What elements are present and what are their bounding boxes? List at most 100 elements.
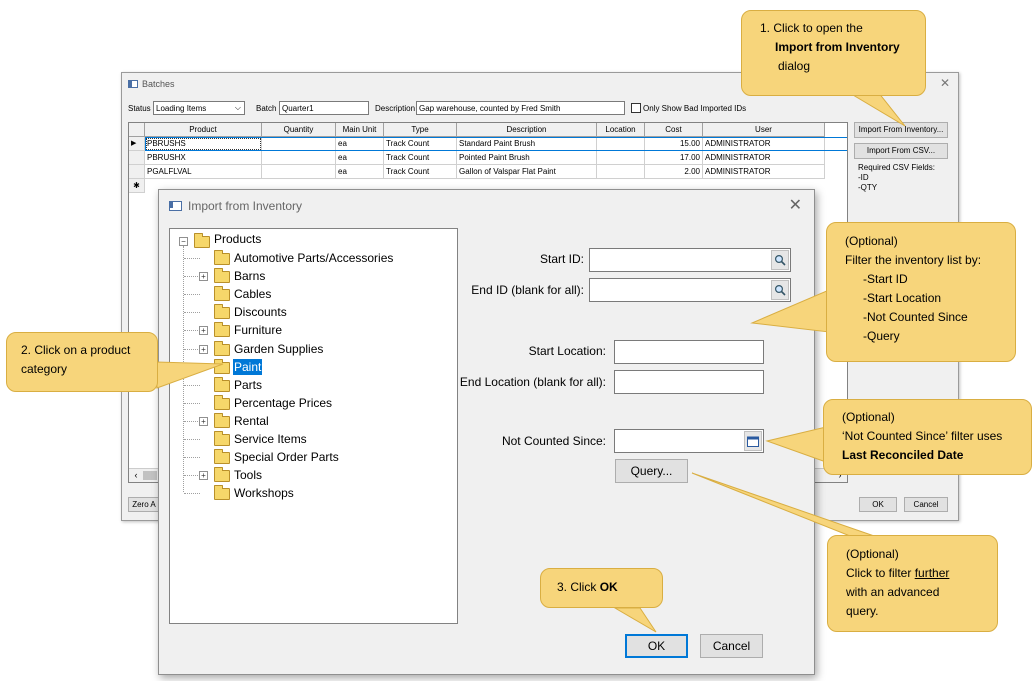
start-location-input[interactable] — [614, 340, 764, 364]
only-bad-label: Only Show Bad Imported IDs — [643, 104, 747, 113]
column-header[interactable]: Product — [145, 123, 262, 137]
start-id-input[interactable] — [589, 248, 791, 272]
table-row[interactable]: PBRUSHX ea Track Count Pointed Paint Bru… — [129, 151, 847, 165]
dialog-ok-button[interactable]: OK — [625, 634, 688, 658]
folder-icon — [214, 394, 230, 410]
cell-quantity[interactable] — [262, 151, 336, 165]
tree-line — [184, 384, 200, 386]
tree-item[interactable]: Workshops — [234, 486, 294, 501]
callout-filter-item: -Not Counted Since — [863, 310, 968, 324]
description-input[interactable]: Gap warehouse, counted by Fred Smith — [416, 101, 625, 115]
query-button[interactable]: Query... — [615, 459, 688, 483]
folder-icon — [194, 233, 210, 248]
not-counted-since-input[interactable] — [614, 429, 764, 453]
batches-cancel-button[interactable]: Cancel — [904, 497, 948, 512]
tree-item[interactable]: Garden Supplies — [234, 341, 324, 356]
search-icon[interactable] — [771, 250, 789, 270]
tree-item[interactable]: Parts — [234, 377, 263, 392]
window-icon — [128, 80, 138, 88]
callout-1-line1: Click to open the — [773, 21, 863, 35]
cell-unit[interactable]: ea — [336, 165, 384, 179]
callout-filter-item: -Start ID — [863, 272, 908, 286]
tree-item[interactable]: Furniture — [234, 323, 283, 338]
close-icon[interactable]: ✕ — [939, 76, 950, 90]
close-icon[interactable]: ✕ — [788, 197, 802, 214]
expand-icon[interactable]: + — [199, 272, 208, 282]
tree-line — [184, 420, 200, 422]
cell-location[interactable] — [597, 151, 645, 165]
expand-icon[interactable]: + — [199, 416, 208, 426]
end-id-label: End ID (blank for all): — [471, 283, 584, 297]
scroll-thumb[interactable] — [143, 471, 157, 480]
collapse-icon[interactable]: − — [179, 237, 188, 246]
tree-line — [184, 348, 200, 350]
end-id-input[interactable] — [589, 278, 791, 302]
import-from-csv-button[interactable]: Import From CSV... — [854, 143, 948, 159]
tree-root-products[interactable]: Products — [214, 232, 262, 246]
column-header[interactable]: Main Unit — [336, 123, 384, 137]
scroll-left-icon[interactable]: ‹ — [134, 470, 138, 480]
cell-product[interactable]: PGALFLVAL — [145, 165, 262, 179]
status-label: Status — [128, 104, 151, 113]
cell-type[interactable]: Track Count — [384, 165, 457, 179]
tree-item[interactable]: Barns — [234, 269, 266, 284]
tree-item[interactable]: Rental — [234, 413, 269, 428]
calendar-icon[interactable] — [744, 431, 762, 451]
product-category-tree[interactable]: − Products Automotive Parts/Accessories +… — [169, 228, 458, 624]
column-header[interactable]: Quantity — [262, 123, 336, 137]
callout-filter-item: -Start Location — [863, 291, 942, 305]
new-row[interactable]: ✱ — [129, 179, 847, 193]
cell-user[interactable]: ADMINISTRATOR — [703, 151, 825, 165]
cell-description[interactable]: Pointed Paint Brush — [457, 151, 597, 165]
batches-ok-button[interactable]: OK — [859, 497, 897, 512]
callout-query-line1: Click to filter — [846, 566, 915, 580]
tree-item[interactable]: Percentage Prices — [234, 395, 333, 410]
tree-item[interactable]: Cables — [234, 287, 272, 302]
column-header[interactable]: User — [703, 123, 825, 137]
cell-description[interactable]: Gallon of Valspar Flat Paint — [457, 165, 597, 179]
callout-ncs-line: ‘Not Counted Since’ filter uses — [842, 429, 1003, 443]
cell-cost[interactable]: 17.00 — [645, 151, 703, 165]
zero-all-button[interactable]: Zero A — [128, 497, 160, 512]
only-bad-checkbox[interactable] — [631, 103, 641, 113]
cell-location[interactable] — [597, 165, 645, 179]
scroll-right-icon[interactable]: › — [838, 470, 842, 480]
tree-item[interactable]: Discounts — [234, 305, 287, 320]
column-header[interactable]: Location — [597, 123, 645, 137]
tree-item[interactable]: Service Items — [234, 432, 307, 446]
callout-step-1: 1. Click to open the Import from Invento… — [741, 10, 926, 96]
cell-product[interactable]: PBRUSHX — [145, 151, 262, 165]
cell-type[interactable]: Track Count — [384, 151, 457, 165]
callout-1-number: 1. — [760, 21, 771, 35]
column-header[interactable]: Cost — [645, 123, 703, 137]
start-location-label: Start Location: — [528, 344, 606, 358]
tree-line — [184, 330, 200, 332]
chevron-down-icon: ⌵ — [234, 103, 241, 112]
status-dropdown[interactable]: Loading Items ⌵ — [153, 101, 245, 115]
dialog-window-icon — [169, 201, 182, 211]
table-row[interactable]: PGALFLVAL ea Track Count Gallon of Valsp… — [129, 165, 847, 179]
expand-icon[interactable]: + — [199, 471, 208, 481]
cell-cost[interactable]: 2.00 — [645, 165, 703, 179]
tree-item[interactable]: Special Order Parts — [234, 450, 339, 465]
csv-fields-title: Required CSV Fields: — [858, 163, 935, 172]
tree-item[interactable]: Paint — [233, 358, 263, 375]
column-header[interactable]: Type — [384, 123, 457, 137]
tree-line — [184, 312, 200, 314]
end-location-input[interactable] — [614, 370, 764, 394]
batch-input[interactable]: Quarter1 — [279, 101, 369, 115]
cell-unit[interactable]: ea — [336, 151, 384, 165]
tree-item[interactable]: Automotive Parts/Accessories — [234, 251, 394, 265]
tree-item[interactable]: Tools — [234, 468, 263, 483]
folder-icon — [214, 412, 230, 428]
column-header[interactable]: Description — [457, 123, 597, 137]
expand-icon[interactable]: + — [199, 326, 208, 336]
cell-user[interactable]: ADMINISTRATOR — [703, 165, 825, 179]
search-icon[interactable] — [771, 280, 789, 300]
expand-icon[interactable]: + — [199, 344, 208, 354]
dialog-cancel-button[interactable]: Cancel — [700, 634, 763, 658]
callout-filter-line: Filter the inventory list by: — [845, 253, 982, 267]
callout-step-3: 3. Click OK — [540, 568, 663, 608]
callout-query-line3: query. — [846, 604, 879, 618]
cell-quantity[interactable] — [262, 165, 336, 179]
